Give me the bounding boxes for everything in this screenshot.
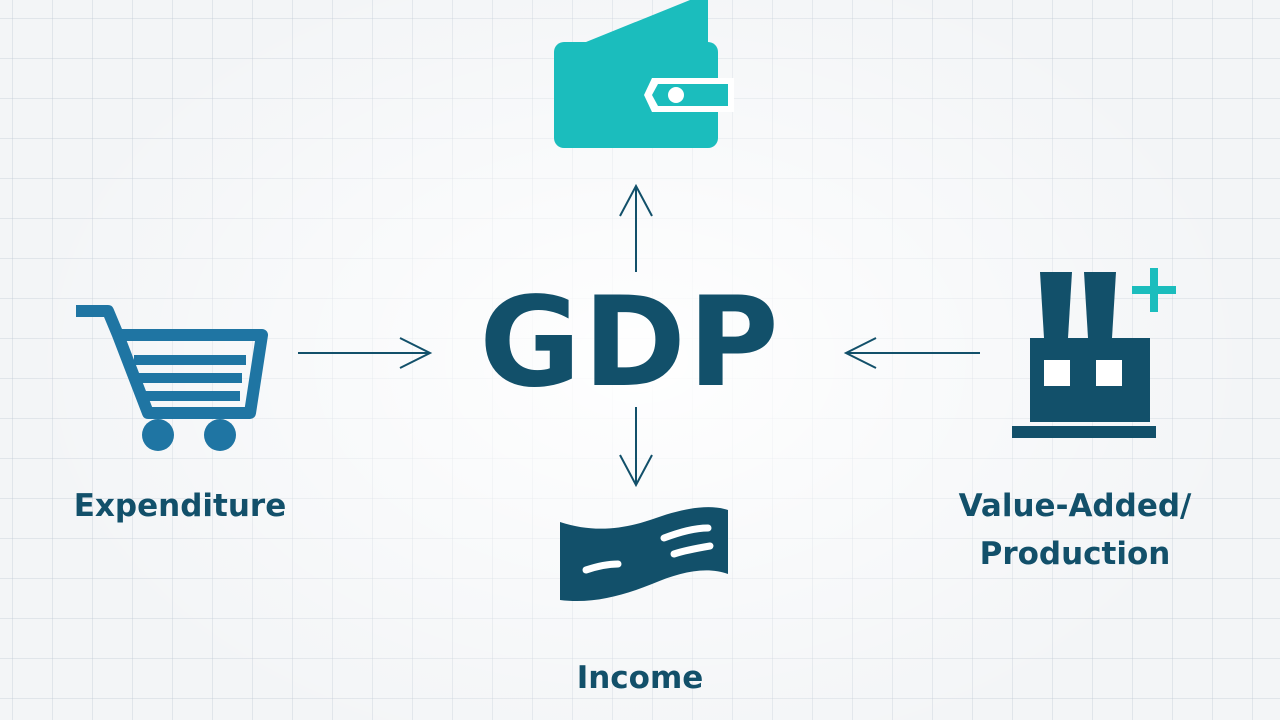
gdp-title: GDP — [479, 271, 781, 415]
value-added-label: Value-Added/ Production — [935, 482, 1215, 578]
arrow-to-wallet — [619, 183, 653, 272]
banknote-icon — [560, 507, 728, 602]
expenditure-label: Expenditure — [73, 488, 287, 524]
wallet-icon — [554, 0, 734, 148]
factory-plus-icon — [1012, 268, 1176, 438]
value-added-label-line2: Production — [979, 536, 1171, 572]
shopping-cart-icon — [76, 305, 268, 451]
arrow-from-value-added — [843, 337, 980, 369]
value-added-label-line1: Value-Added/ — [958, 488, 1192, 524]
arrow-to-income — [619, 407, 653, 488]
arrow-from-expenditure — [298, 337, 433, 369]
income-label: Income — [576, 660, 704, 696]
